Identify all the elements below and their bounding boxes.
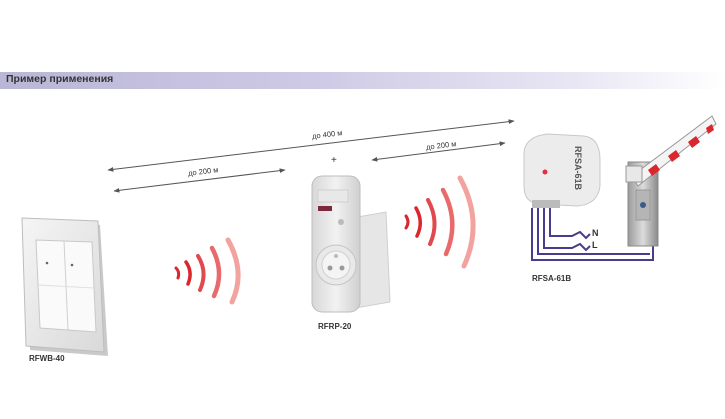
barrier-gate bbox=[625, 115, 717, 247]
wire-label-neutral: N bbox=[592, 228, 599, 238]
switch-label: RFWB-40 bbox=[29, 354, 65, 363]
signal-waves-left bbox=[174, 237, 241, 305]
distance-arrow-left bbox=[113, 168, 286, 193]
actuator-label: RFSA-61B bbox=[532, 274, 572, 283]
wall-switch-device bbox=[21, 217, 108, 356]
actuator-device bbox=[523, 133, 601, 208]
actuator-print-label: RFSA-61B bbox=[573, 145, 584, 191]
wiring bbox=[531, 208, 654, 261]
distance-arrow-right bbox=[371, 141, 506, 162]
distance-arrow-total bbox=[107, 119, 515, 172]
section-header-bar: Пример применения bbox=[0, 72, 725, 89]
repeater-plus-mark: + bbox=[331, 155, 337, 166]
signal-waves-right bbox=[404, 175, 476, 269]
repeater-device bbox=[311, 175, 391, 313]
wire-label-live: L bbox=[592, 240, 598, 250]
repeater-label: RFRP-20 bbox=[318, 322, 352, 331]
section-title: Пример применения bbox=[6, 73, 114, 85]
